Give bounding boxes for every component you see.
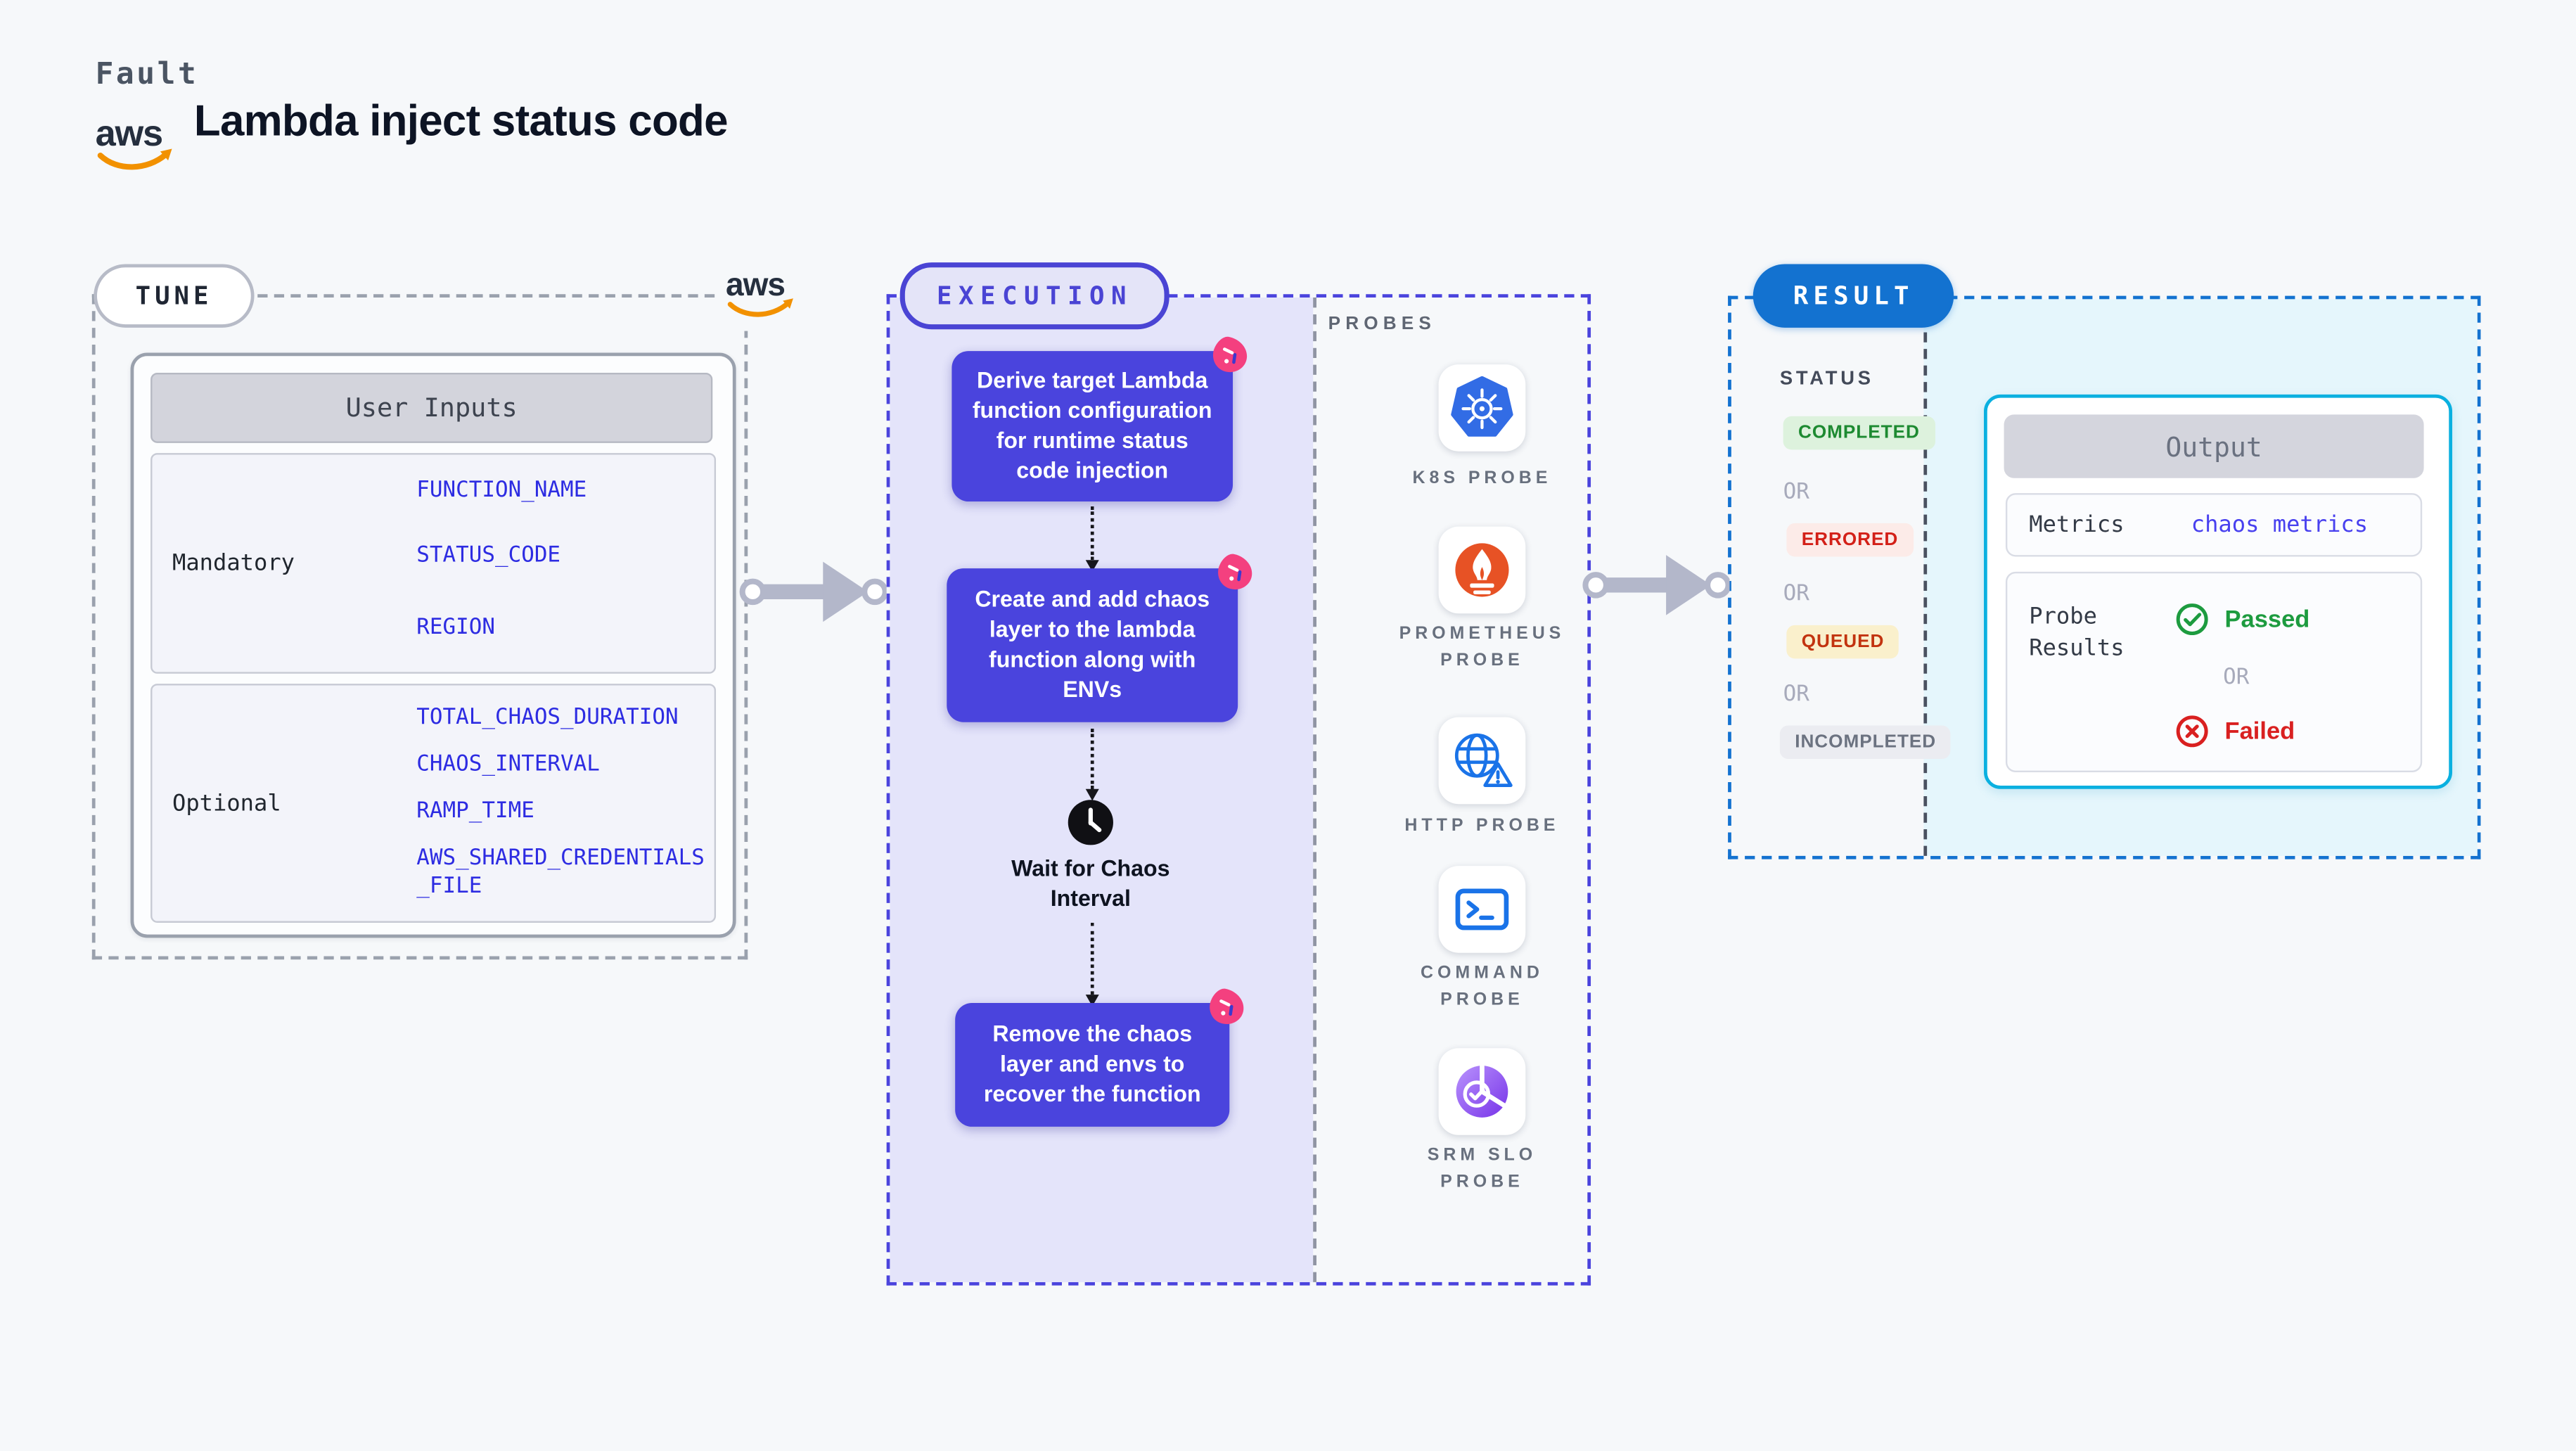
kubernetes-icon <box>1451 376 1513 437</box>
tune-section <box>91 294 748 960</box>
row-label: Optional <box>172 789 281 817</box>
aws-logo-text: aws <box>96 113 162 154</box>
execution-probes-divider <box>1313 298 1316 1282</box>
env-var: RAMP_TIME <box>416 799 534 824</box>
flow-connector <box>1084 729 1098 801</box>
result-section-badge: RESULT <box>1752 264 1954 328</box>
status-badge-completed: COMPLETED <box>1783 416 1935 450</box>
step-derive-config: Derive target Lambda function configurat… <box>951 336 1247 502</box>
or-separator: OR <box>2223 665 2250 691</box>
chaos-metrics-link[interactable]: chaos metrics <box>2191 511 2369 539</box>
litmus-chaos-icon <box>1212 336 1247 372</box>
status-badge-label: COMPLETED <box>1783 416 1935 450</box>
env-var: FUNCTION_NAME <box>416 478 587 504</box>
passed-label: Passed <box>2224 606 2310 633</box>
aws-logo: aws <box>94 107 177 177</box>
clock-icon <box>1065 798 1115 848</box>
probe-label: K8S PROBE <box>1412 468 1552 488</box>
probe-card-prometheus <box>1438 526 1526 614</box>
tune-to-execution-arrow <box>739 561 887 622</box>
probe-label: COMMAND PROBE <box>1421 962 1544 1011</box>
status-badge-errored: ERRORED <box>1786 523 1914 557</box>
probe-results-row: Probe Results Passed OR Failed <box>2005 571 2423 773</box>
step-text: Create and add chaos layer to the lambda… <box>975 587 1210 702</box>
terminal-icon <box>1455 888 1509 931</box>
x-circle-icon <box>2176 715 2208 748</box>
mandatory-inputs-row: Mandatory FUNCTION_NAME STATUS_CODE REGI… <box>150 453 717 674</box>
probe-card-command <box>1438 866 1526 953</box>
probes-title: PROBES <box>1328 314 1436 335</box>
status-badge-queued: QUEUED <box>1786 625 1899 659</box>
probe-label: SRM SLO PROBE <box>1427 1145 1537 1193</box>
execution-to-result-arrow <box>1582 555 1730 615</box>
prometheus-icon <box>1455 543 1509 597</box>
step-add-chaos-layer: Create and add chaos layer to the lambda… <box>947 554 1252 722</box>
srm-slo-icon <box>1456 1064 1508 1118</box>
or-separator: OR <box>1783 480 1809 505</box>
check-circle-icon <box>2176 603 2208 636</box>
or-separator: OR <box>1783 682 1809 708</box>
optional-inputs-row: Optional TOTAL_CHAOS_DURATION CHAOS_INTE… <box>150 684 717 923</box>
result-divider <box>1923 299 1928 856</box>
user-inputs-title: User Inputs <box>150 373 713 443</box>
probe-label: PROMETHEUS PROBE <box>1399 623 1565 671</box>
page-title: Lambda inject status code <box>193 95 729 146</box>
litmus-chaos-icon <box>1210 988 1244 1024</box>
tune-section-badge: TUNE <box>94 264 255 328</box>
env-var: CHAOS_INTERVAL <box>416 752 600 778</box>
user-inputs-card: User Inputs Mandatory FUNCTION_NAME STAT… <box>130 352 736 938</box>
probe-card-http <box>1438 717 1526 805</box>
status-badge-label: QUEUED <box>1786 625 1899 659</box>
passed-result: Passed <box>2174 602 2309 637</box>
flow-connector <box>1084 922 1098 1006</box>
env-var: TOTAL_CHAOS_DURATION <box>416 705 679 731</box>
probe-card-srm-slo <box>1438 1048 1526 1135</box>
probe-results-label: Probe Results <box>2029 603 2125 662</box>
status-badge-incompleted: INCOMPLETED <box>1779 725 1952 760</box>
metrics-label: Metrics <box>2029 511 2125 539</box>
wait-for-chaos-interval-label: Wait for Chaos Interval <box>1011 855 1170 911</box>
aws-smile-icon <box>97 151 169 170</box>
probe-label: HTTP PROBE <box>1404 815 1560 836</box>
probe-card-k8s <box>1438 364 1526 452</box>
status-badge-label: INCOMPLETED <box>1779 725 1952 760</box>
step-text: Derive target Lambda function configurat… <box>972 368 1212 483</box>
step-text: Remove the chaos layer and envs to recov… <box>983 1021 1201 1107</box>
svg-text:aws: aws <box>726 266 785 302</box>
step-remove-chaos-layer: Remove the chaos layer and envs to recov… <box>955 988 1244 1127</box>
aws-smile-icon <box>727 301 790 317</box>
execution-section-badge: EXECUTION <box>899 262 1170 330</box>
metrics-row: Metrics chaos metrics <box>2005 493 2423 557</box>
flow-connector <box>1084 506 1098 572</box>
failed-result: Failed <box>2174 714 2295 749</box>
row-label: Mandatory <box>172 549 295 577</box>
aws-corner-logo: aws <box>719 254 803 331</box>
fault-type-label: Fault <box>95 56 199 92</box>
status-badge-label: ERRORED <box>1786 523 1914 557</box>
env-var: AWS_SHARED_CREDENTIALS_FILE <box>416 845 705 900</box>
or-separator: OR <box>1783 582 1809 607</box>
output-title: Output <box>2004 414 2424 478</box>
env-var: STATUS_CODE <box>416 543 561 569</box>
failed-label: Failed <box>2224 717 2295 745</box>
http-globe-icon <box>1454 733 1513 787</box>
status-title: STATUS <box>1779 369 1874 390</box>
env-var: REGION <box>416 615 495 641</box>
litmus-chaos-icon <box>1218 554 1252 589</box>
output-card: Output Metrics chaos metrics Probe Resul… <box>1984 394 2453 789</box>
